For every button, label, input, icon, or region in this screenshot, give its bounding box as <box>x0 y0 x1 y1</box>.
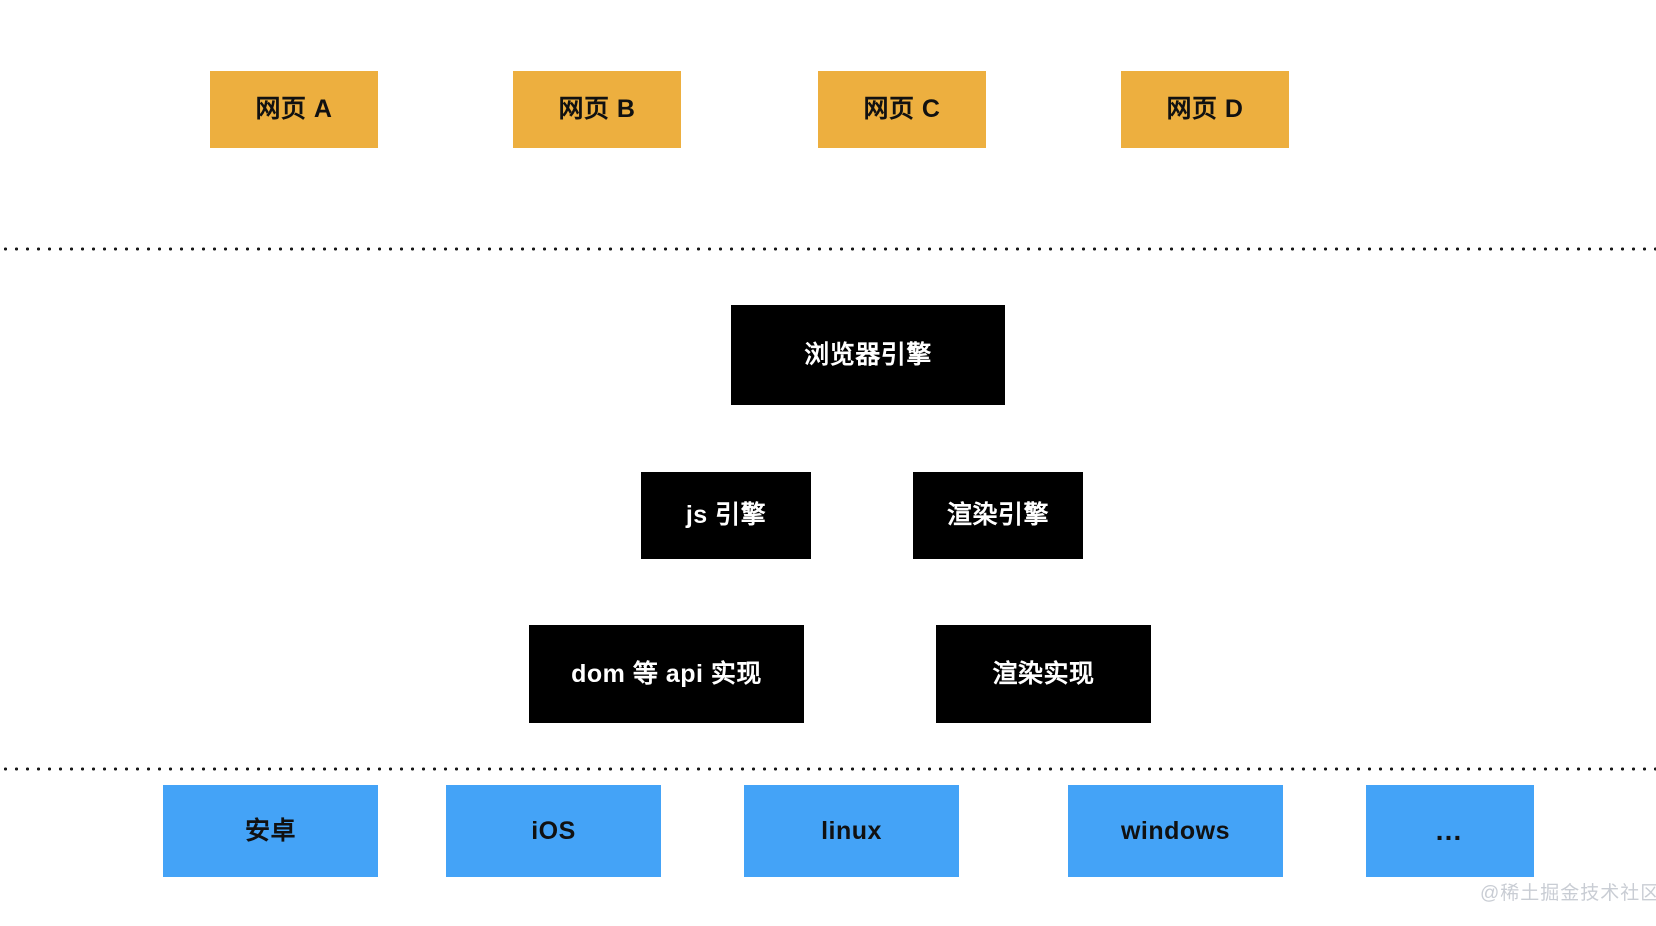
web-page-node-d: 网页 D <box>1121 71 1289 148</box>
web-page-node-c: 网页 C <box>818 71 986 148</box>
web-engine-divider <box>0 247 1656 251</box>
watermark: @稀土掘金技术社区 <box>1480 883 1656 904</box>
web-page-node-a: 网页 A <box>210 71 378 148</box>
os-node-linux: linux <box>744 785 959 877</box>
render-engine-node: 渲染引擎 <box>913 472 1083 559</box>
js-engine-node: js 引擎 <box>641 472 811 559</box>
os-node-more: … <box>1366 785 1534 877</box>
web-page-node-b: 网页 B <box>513 71 681 148</box>
dom-api-impl-node: dom 等 api 实现 <box>529 625 804 723</box>
os-node-ios: iOS <box>446 785 661 877</box>
render-impl-node: 渲染实现 <box>936 625 1151 723</box>
browser-engine-node: 浏览器引擎 <box>731 305 1005 405</box>
os-node-windows: windows <box>1068 785 1283 877</box>
engine-os-divider <box>0 767 1656 771</box>
os-node-android: 安卓 <box>163 785 378 877</box>
